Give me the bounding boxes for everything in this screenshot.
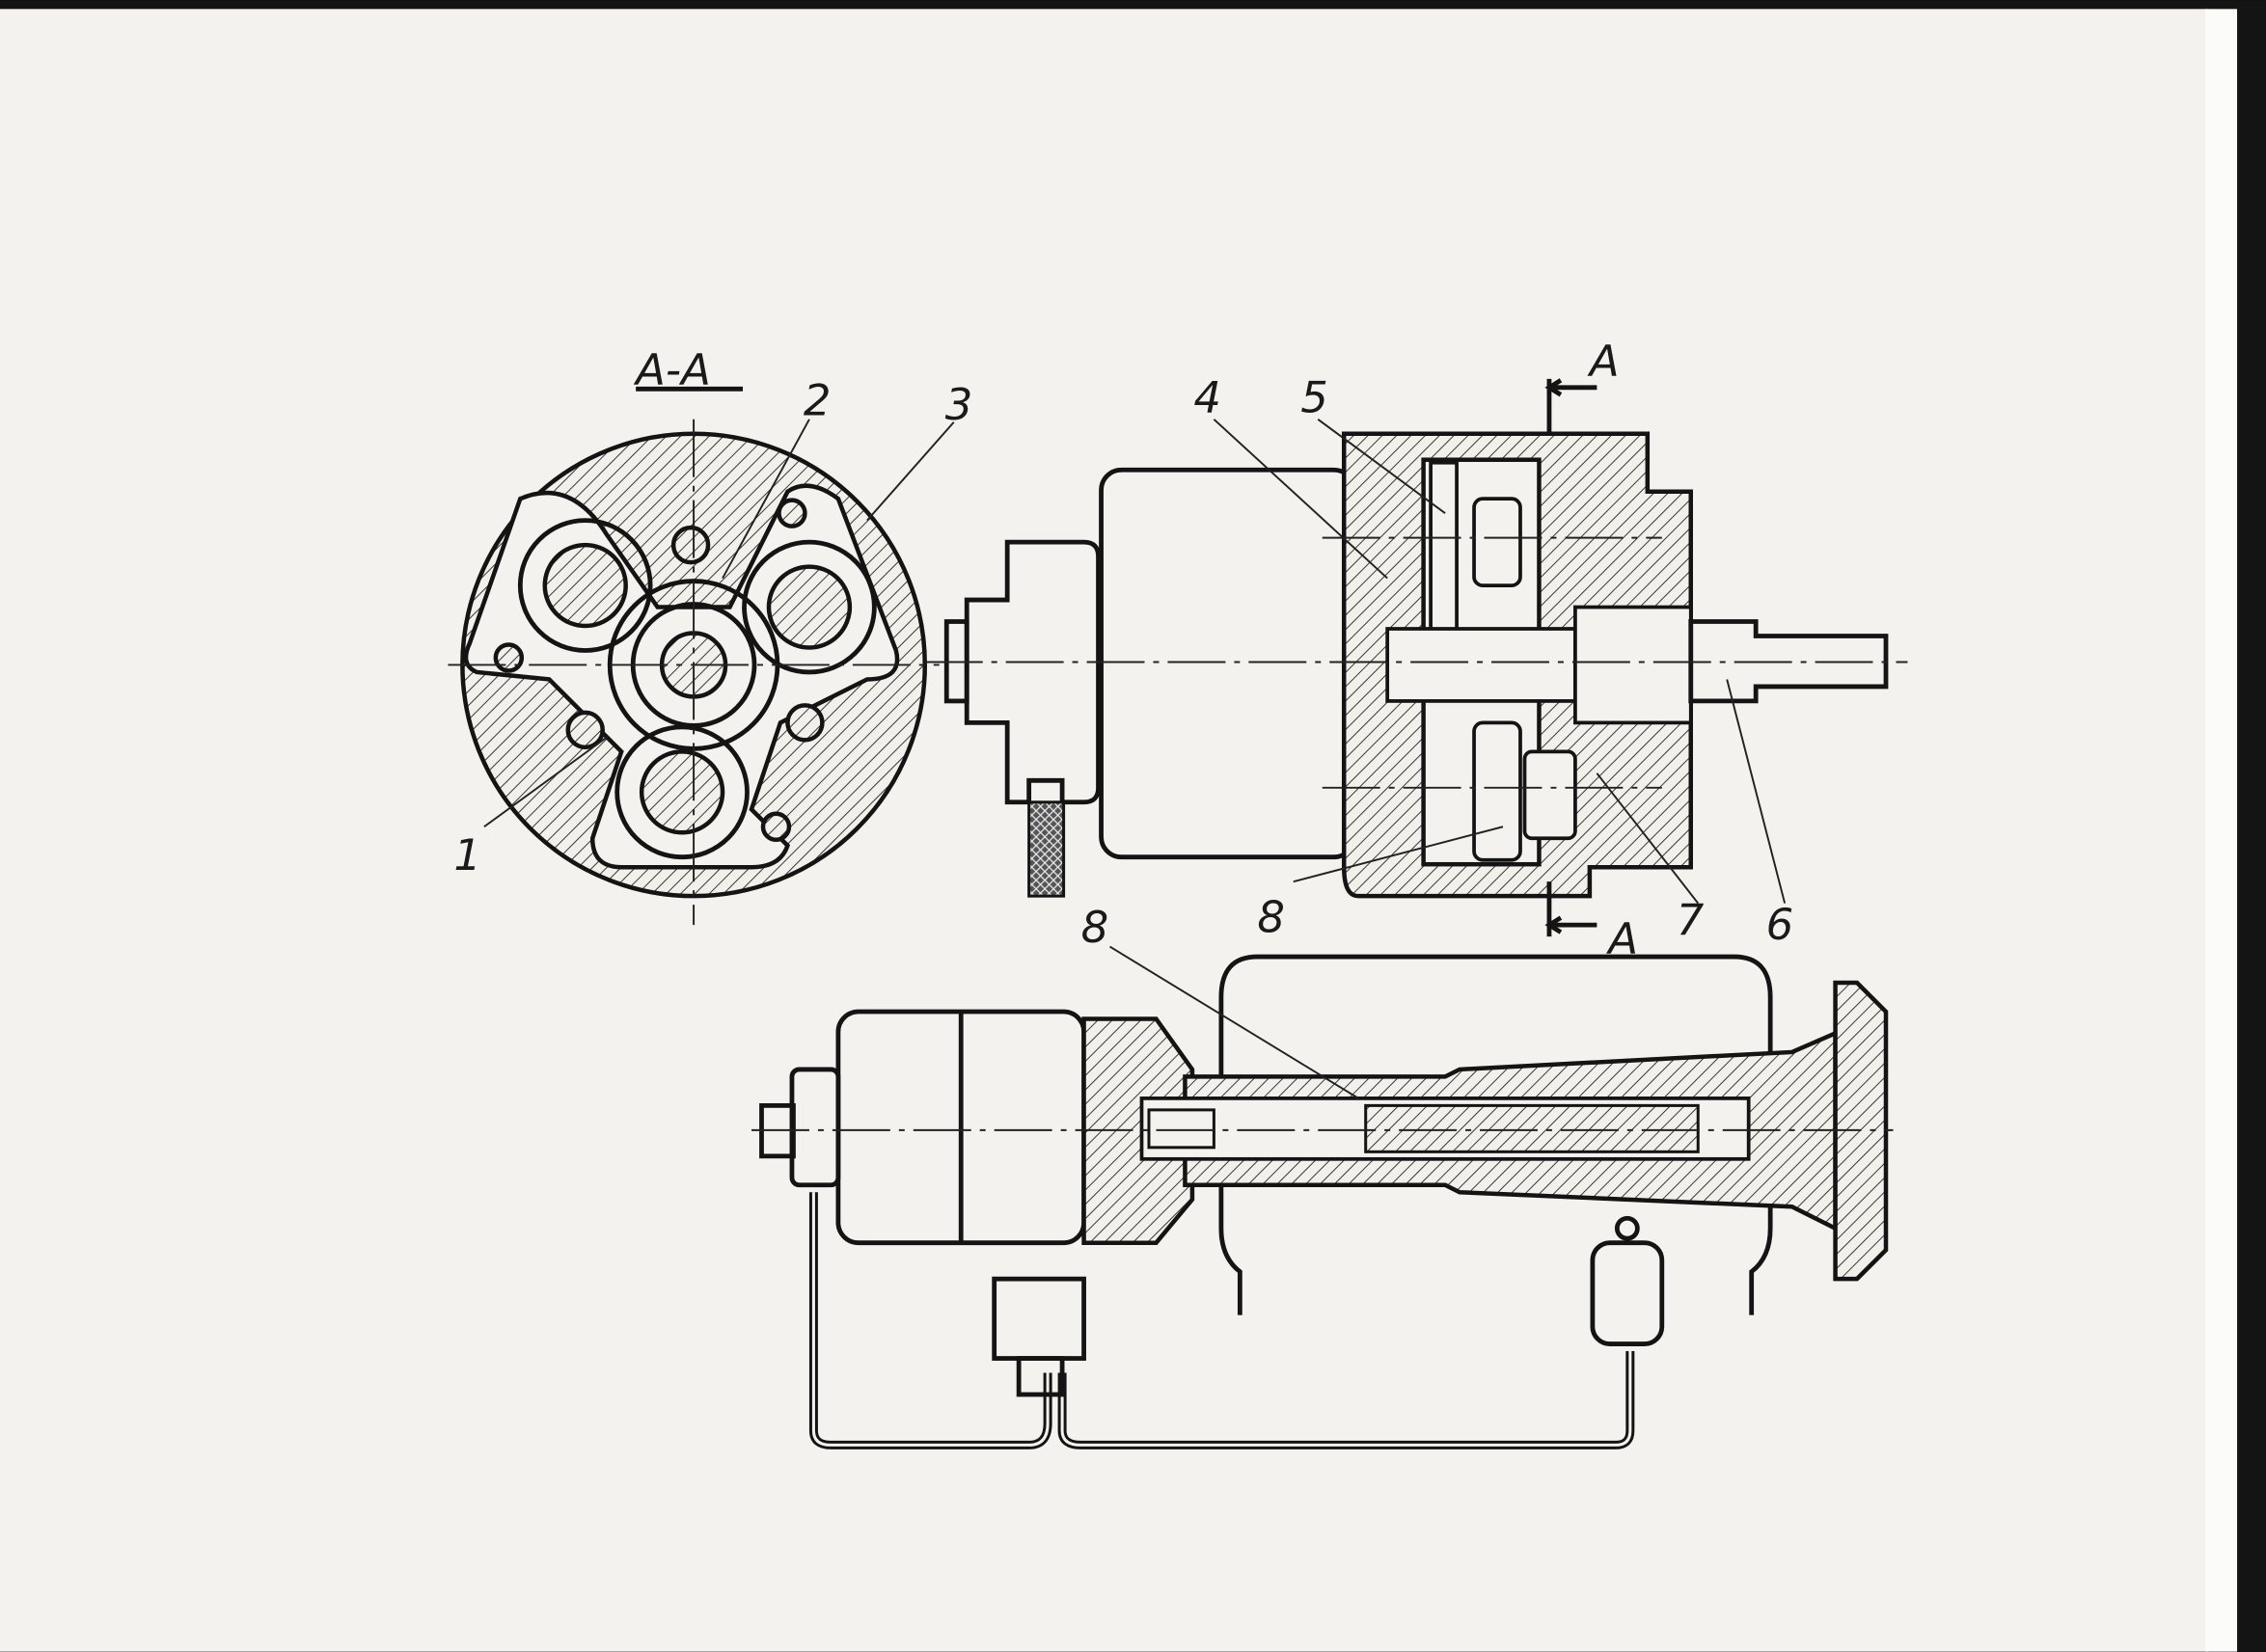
drive-side-view: A A 4 5 8 7 6 <box>924 336 1908 964</box>
callout-7: 7 <box>1677 895 1705 946</box>
section-mark-top: A <box>1587 336 1620 387</box>
indicator-lamp <box>1590 1240 1665 1346</box>
end-cap <box>964 539 1101 805</box>
callout-2: 2 <box>804 374 832 425</box>
callout-4: 4 <box>1193 371 1221 422</box>
paper-sheet <box>0 9 2209 1652</box>
paper-edge <box>2205 9 2238 1652</box>
callout-8-upper: 8 <box>1257 892 1285 943</box>
callout-6: 6 <box>1766 899 1794 950</box>
cable <box>1027 800 1066 898</box>
vehicle-frame-outline <box>1218 954 1773 1315</box>
callout-1: 1 <box>453 829 481 880</box>
planet-gears <box>517 518 877 860</box>
callout-5: 5 <box>1300 371 1328 422</box>
section-a-a-view: A-A 2 3 1 <box>448 344 973 926</box>
installed-assembly-view: 8 <box>751 902 1894 1449</box>
callout-8-lower: 8 <box>1081 902 1109 953</box>
output-shaft <box>1688 619 1889 704</box>
callout-3: 3 <box>945 379 973 430</box>
